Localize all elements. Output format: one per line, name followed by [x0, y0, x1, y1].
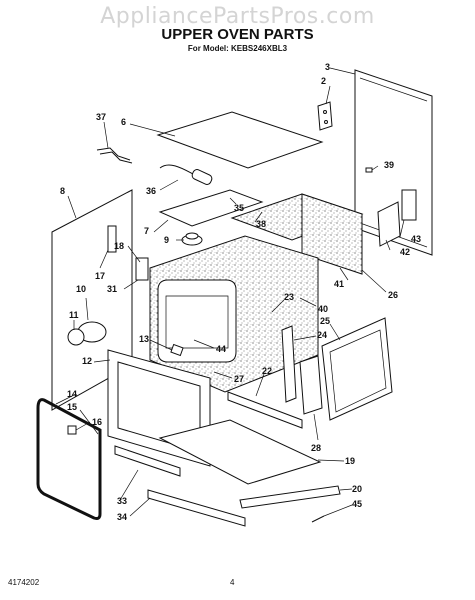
part-sensor[interactable]: [159, 164, 213, 186]
callout-34: 34: [117, 512, 127, 522]
callout-13: 13: [139, 334, 149, 344]
part-vent[interactable]: [181, 232, 203, 246]
leader-lines: [55, 67, 405, 517]
part-fastener[interactable]: [365, 167, 373, 173]
callout-39: 39: [384, 160, 394, 170]
callout-17: 17: [95, 271, 105, 281]
part-door-gasket[interactable]: [36, 398, 102, 520]
callout-40: 40: [318, 304, 328, 314]
callout-27: 27: [234, 374, 244, 384]
callout-38: 38: [256, 219, 266, 229]
callout-28: 28: [311, 443, 321, 453]
part-top-panel[interactable]: [156, 111, 324, 169]
callout-15: 15: [67, 402, 77, 412]
callout-16: 16: [92, 417, 102, 427]
part-side-bracket[interactable]: [281, 325, 323, 415]
callout-31: 31: [107, 284, 117, 294]
watermark: AppliancePartsPros.com: [100, 4, 375, 29]
part-lower-trim[interactable]: [147, 485, 341, 527]
callout-labels: 3 2 37 6 39 36 35 8 7 38 43 42 9 18 17 4…: [60, 62, 421, 522]
callout-20: 20: [352, 484, 362, 494]
callout-18: 18: [114, 241, 124, 251]
page-number: 4: [230, 578, 235, 587]
part-rail[interactable]: [227, 391, 303, 429]
part-screw[interactable]: [311, 515, 325, 523]
callout-2: 2: [321, 76, 326, 86]
callout-35: 35: [234, 203, 244, 213]
callout-7: 7: [144, 226, 149, 236]
part-cover-plate[interactable]: [158, 189, 264, 227]
callout-45: 45: [352, 499, 362, 509]
diagram-title: UPPER OVEN PARTS: [161, 26, 314, 43]
part-side-access-panel[interactable]: [321, 317, 393, 421]
callout-10: 10: [76, 284, 86, 294]
callout-23: 23: [284, 292, 294, 302]
part-hinge-bracket[interactable]: [107, 225, 149, 281]
callout-43: 43: [411, 234, 421, 244]
model-subtitle: For Model: KEBS246XBL3: [187, 44, 288, 53]
callout-44: 44: [216, 344, 226, 354]
part-wire-harness[interactable]: [96, 147, 133, 164]
callout-24: 24: [317, 330, 327, 340]
part-clip[interactable]: [170, 343, 184, 357]
part-bracket[interactable]: [317, 101, 333, 131]
document-number: 4174202: [8, 578, 40, 587]
callout-22: 22: [262, 366, 272, 376]
callout-37: 37: [96, 112, 106, 122]
part-gasket-clip[interactable]: [67, 425, 77, 435]
callout-9: 9: [164, 235, 169, 245]
callout-11: 11: [69, 310, 79, 320]
part-bottom-panel[interactable]: [158, 419, 322, 485]
callout-3: 3: [325, 62, 330, 72]
callout-25: 25: [320, 316, 330, 326]
part-light-socket[interactable]: [67, 321, 107, 346]
callout-12: 12: [82, 356, 92, 366]
part-oven-cavity[interactable]: [149, 235, 319, 393]
callout-6: 6: [121, 117, 126, 127]
callout-42: 42: [400, 247, 410, 257]
part-thermostat-bracket[interactable]: [377, 189, 417, 247]
part-back-insulation[interactable]: [301, 193, 363, 275]
callout-41: 41: [334, 279, 344, 289]
callout-33: 33: [117, 496, 127, 506]
part-trim-strip[interactable]: [114, 445, 181, 477]
callout-26: 26: [388, 290, 398, 300]
callout-36: 36: [146, 186, 156, 196]
callout-8: 8: [60, 186, 65, 196]
callout-14: 14: [67, 389, 77, 399]
callout-19: 19: [345, 456, 355, 466]
